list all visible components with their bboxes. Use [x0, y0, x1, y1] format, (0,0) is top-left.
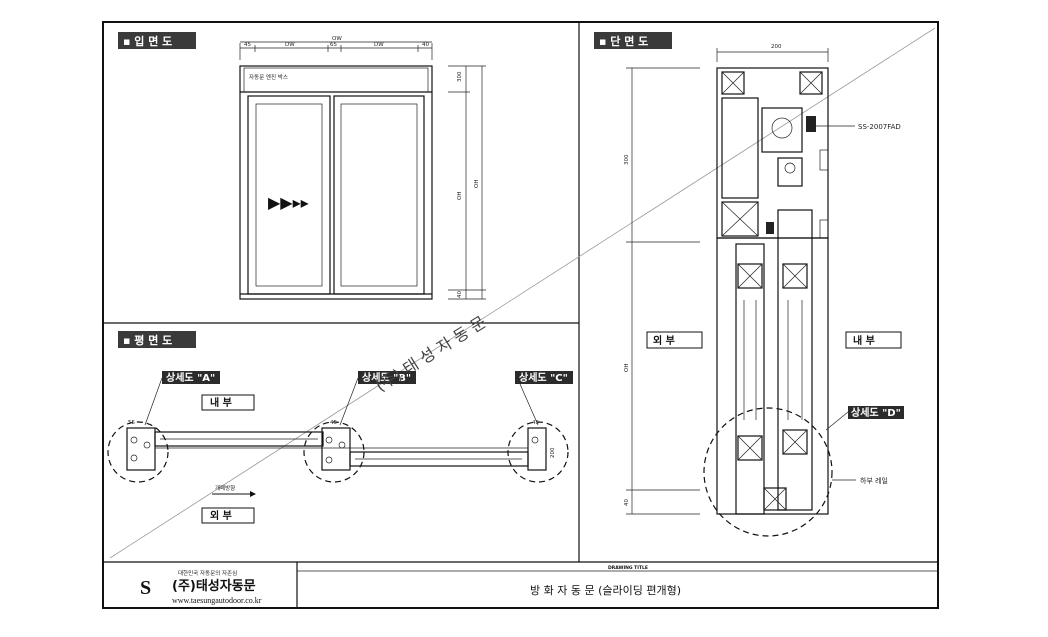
watermark-diagonal — [109, 27, 936, 559]
watermark: (주) 태 성 자 동 문 — [372, 312, 489, 395]
elevation-drawing: 45 DW 65 DW 40 OW 자동문 엔진 박스 ▶▶▸▸ 300 OH … — [239, 36, 486, 300]
title-block: 대한민국 자동문의 자존심 S (주)태성자동문 www.taesungauto… — [140, 565, 681, 605]
detail-c-label: 상세도 "C" — [519, 371, 568, 384]
dim-e-4: DW — [374, 42, 384, 48]
drawing-title-header: DRAWING TITLE — [608, 565, 648, 571]
section-inside-label: 내 부 — [853, 334, 875, 347]
logo-mark: S — [140, 577, 151, 599]
company-name: (주)태성자동문 — [172, 579, 256, 594]
open-direction-arrows: ▶▶▸▸ — [268, 193, 309, 212]
dim-e-3: 65 — [330, 42, 337, 48]
dim-s-l3: 40 — [624, 499, 630, 506]
dim-e-r2: OH — [457, 192, 463, 200]
section-tag: ▪ 단 면 도 — [594, 32, 672, 49]
dim-p-1: 55 — [128, 420, 135, 426]
plan-inside-label: 내 부 — [210, 396, 232, 409]
svg-text:▪ 입 면 도: ▪ 입 면 도 — [123, 34, 172, 48]
section-outside-label: 외 부 — [653, 335, 675, 347]
dim-s-top: 200 — [771, 44, 782, 50]
dim-e-total: OW — [332, 36, 342, 42]
dim-e-5: 40 — [422, 42, 429, 48]
detail-d-label: 상세도 "D" — [851, 406, 901, 419]
plan-tag: ▪ 평 면 도 — [118, 331, 196, 348]
dim-e-r3: OH — [474, 180, 480, 188]
dim-e-2: DW — [285, 42, 295, 48]
rail-label: 하부 레일 — [860, 476, 888, 485]
plan-outside-label: 외 부 — [210, 510, 232, 522]
part-label: SS-2007FAD — [858, 123, 901, 131]
plan-drawing: 상세도 "A" 상세도 "B" 상세도 "C" 내 부 외 부 개폐방향 — [107, 371, 573, 524]
dim-e-1: 45 — [244, 42, 251, 48]
dim-p-2: 45 — [330, 420, 337, 426]
open-direction-label: 개폐방향 — [215, 484, 235, 492]
section-drawing: 200 SS-2007FAD — [624, 44, 904, 537]
dim-s-l2: OH — [624, 364, 630, 372]
svg-text:▪ 단 면 도: ▪ 단 면 도 — [599, 34, 648, 48]
dim-s-l1: 300 — [624, 154, 630, 165]
sheet-border — [102, 21, 939, 609]
engine-box-label: 자동문 엔진 박스 — [249, 73, 288, 81]
svg-text:▪ 평 면 도: ▪ 평 면 도 — [123, 333, 172, 347]
detail-a-label: 상세도 "A" — [166, 371, 215, 384]
svg-text:(주) 태 성 자 동 문: (주) 태 성 자 동 문 — [372, 312, 489, 395]
company-website: www.taesungautodoor.co.kr — [172, 596, 262, 605]
drawing-title: 방 화 자 동 문 (슬라이딩 편개형) — [530, 584, 681, 597]
dim-e-r4: 40 — [457, 291, 463, 298]
elevation-tag: ▪ 입 면 도 — [118, 32, 196, 49]
dim-p-4: 200 — [550, 447, 556, 458]
detail-b-label: 상세도 "B" — [362, 371, 411, 384]
dim-e-r1: 300 — [457, 71, 463, 82]
dim-p-3: 45 — [532, 420, 539, 426]
company-tagline: 대한민국 자동문의 자존심 — [178, 569, 237, 577]
